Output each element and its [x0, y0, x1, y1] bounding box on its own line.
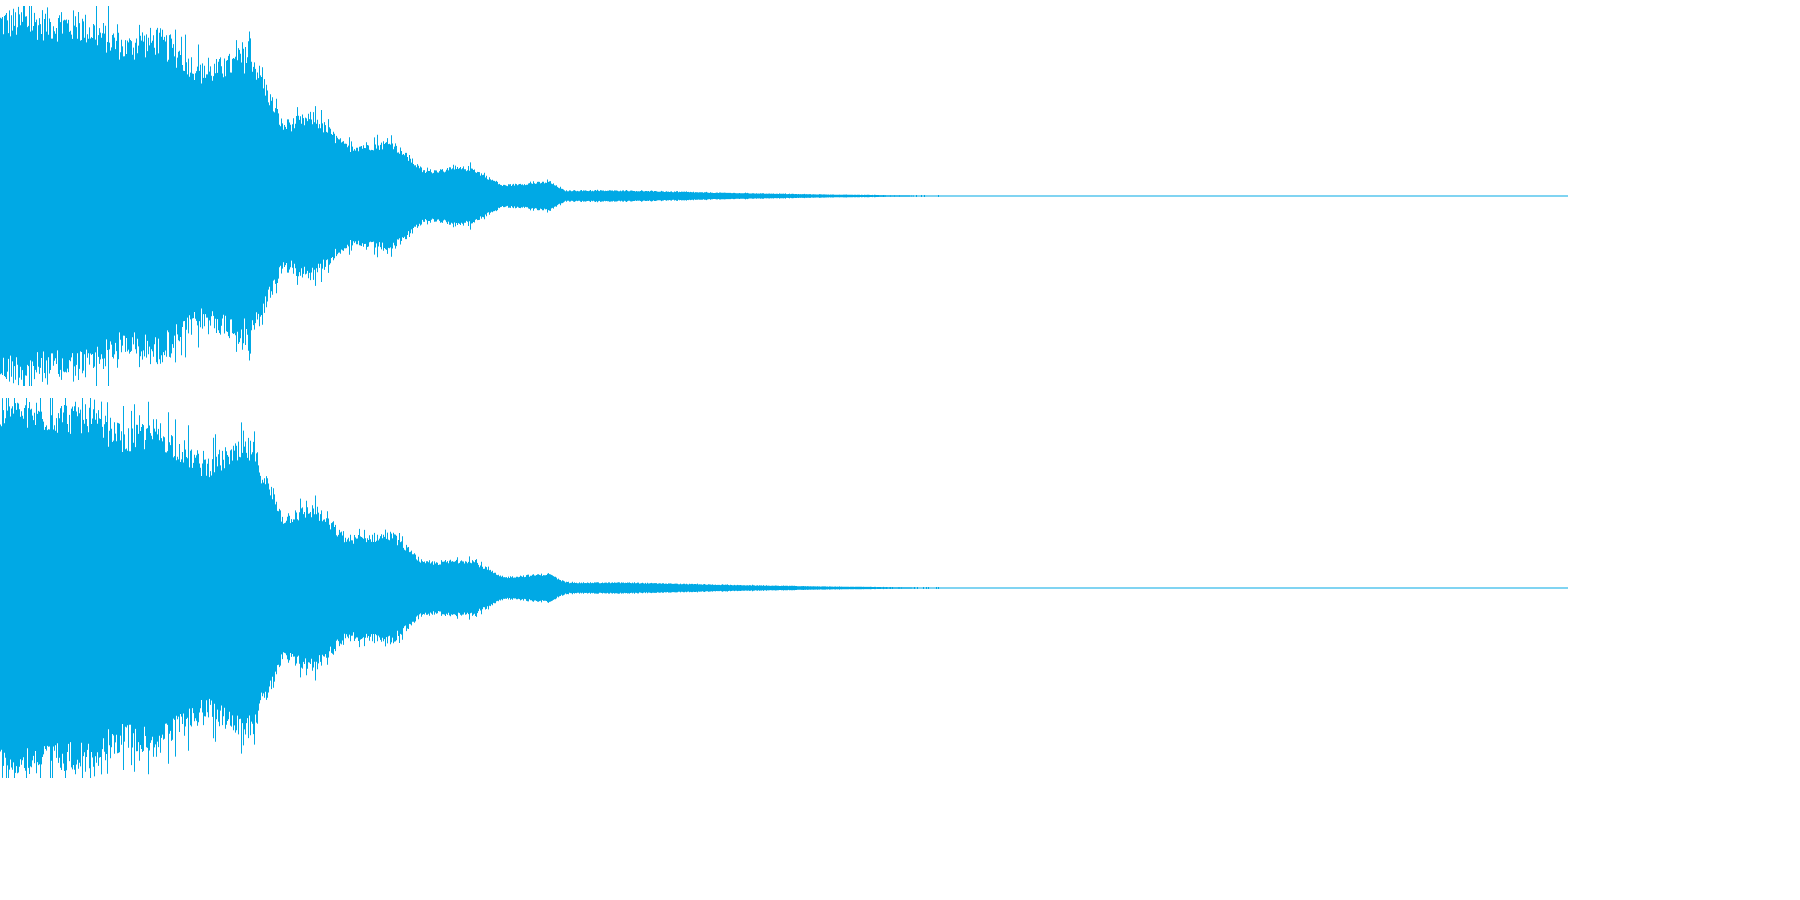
waveform-samples: [0, 6, 939, 386]
channel-1-waveform: [0, 6, 1568, 386]
channel-2-waveform: [0, 398, 1568, 778]
waveform-samples: [0, 398, 939, 778]
